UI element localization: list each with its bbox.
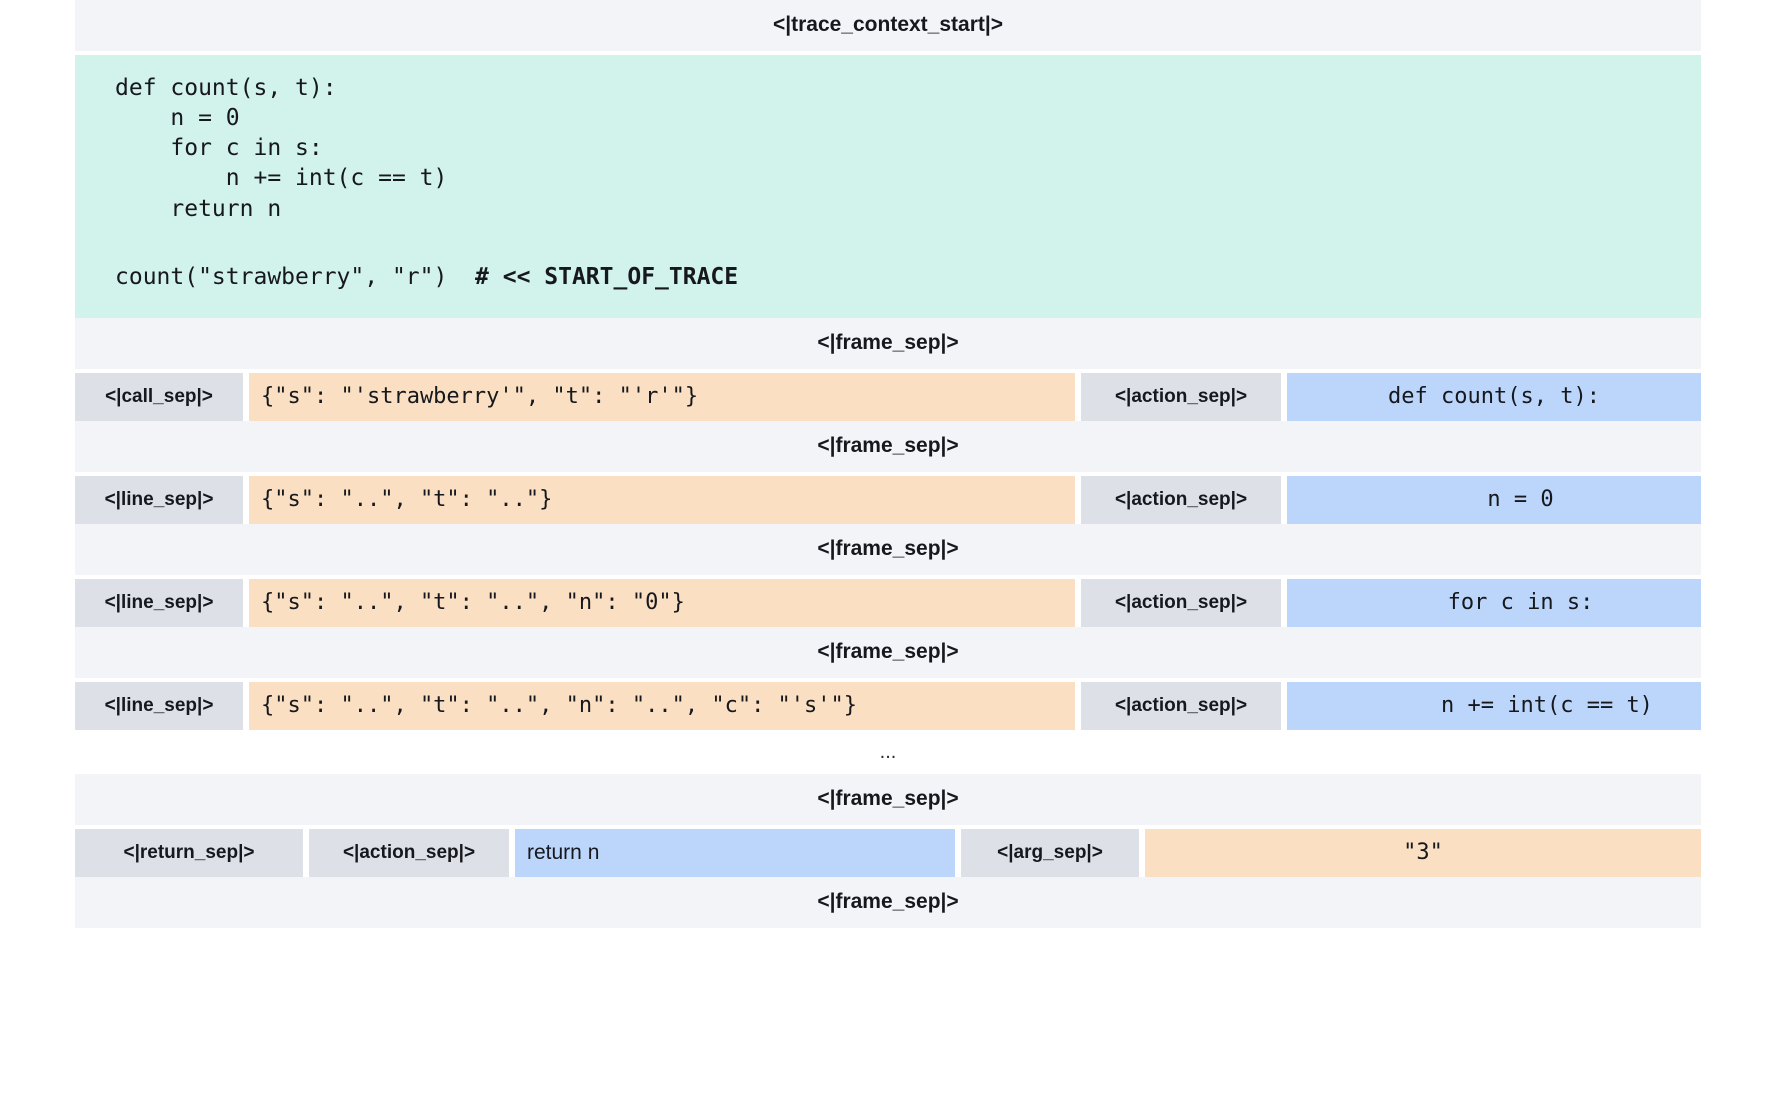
return-value-group: <|arg_sep|> "3" [961,828,1701,877]
action-sep-label: <|action_sep|> [1081,372,1281,421]
trace-step-row: <|line_sep|> {"s": "..", "t": "..", "n":… [75,578,1701,627]
call-sep-label: <|call_sep|> [75,372,243,421]
trace-call-expression: count("strawberry", "r") [115,263,476,290]
start-of-trace-comment: # << START_OF_TRACE [475,263,739,290]
return-value-cell: "3" [1145,828,1701,877]
frame-sep-banner: <|frame_sep|> [75,523,1701,575]
step-action-cell: n += int(c == t) [1287,681,1701,730]
line-sep-label: <|line_sep|> [75,475,243,524]
trace-step-row: <|line_sep|> {"s": "..", "t": "..", "n":… [75,681,1701,730]
step-action-group: <|action_sep|> for c in s: [1081,578,1701,627]
source-code: def count(s, t): n = 0 for c in s: n += … [115,75,448,222]
step-args-group: <|line_sep|> {"s": "..", "t": "..", "n":… [75,578,1075,627]
frame-sep-banner: <|frame_sep|> [75,773,1701,825]
action-sep-label: <|action_sep|> [1081,475,1281,524]
return-action-group: <|return_sep|> <|action_sep|> return n [75,828,955,877]
step-args-cell: {"s": "..", "t": ".."} [249,475,1075,524]
frame-sep-banner: <|frame_sep|> [75,876,1701,928]
step-args-cell: {"s": "..", "t": "..", "n": "..", "c": "… [249,681,1075,730]
frame-sep-banner: <|frame_sep|> [75,317,1701,369]
trace-context-start-banner: <|trace_context_start|> [75,0,1701,51]
truncation-ellipsis: ... [75,729,1701,774]
step-action-group: <|action_sep|> n = 0 [1081,475,1701,524]
step-action-cell: def count(s, t): [1287,372,1701,421]
action-sep-label: <|action_sep|> [1081,578,1281,627]
step-action-group: <|action_sep|> n += int(c == t) [1081,681,1701,730]
line-sep-label: <|line_sep|> [75,578,243,627]
action-sep-label: <|action_sep|> [309,828,509,877]
step-args-cell: {"s": "..", "t": "..", "n": "0"} [249,578,1075,627]
step-args-group: <|line_sep|> {"s": "..", "t": ".."} [75,475,1075,524]
line-sep-label: <|line_sep|> [75,681,243,730]
step-args-group: <|line_sep|> {"s": "..", "t": "..", "n":… [75,681,1075,730]
step-action-group: <|action_sep|> def count(s, t): [1081,372,1701,421]
action-sep-label: <|action_sep|> [1081,681,1281,730]
trace-call-line: count("strawberry", "r") # << START_OF_T… [75,224,1701,292]
code-context-block: def count(s, t): n = 0 for c in s: n += … [75,55,1701,318]
step-action-cell: n = 0 [1287,475,1701,524]
frame-sep-banner: <|frame_sep|> [75,626,1701,678]
frame-sep-banner: <|frame_sep|> [75,420,1701,472]
return-sep-label: <|return_sep|> [75,828,303,877]
arg-sep-label: <|arg_sep|> [961,828,1139,877]
step-args-cell: {"s": "'strawberry'", "t": "'r'"} [249,372,1075,421]
step-action-cell: for c in s: [1287,578,1701,627]
trace-return-row: <|return_sep|> <|action_sep|> return n <… [75,828,1701,877]
step-args-group: <|call_sep|> {"s": "'strawberry'", "t": … [75,372,1075,421]
trace-step-row: <|line_sep|> {"s": "..", "t": ".."} <|ac… [75,475,1701,524]
return-action-cell: return n [515,828,955,877]
trace-step-row: <|call_sep|> {"s": "'strawberry'", "t": … [75,372,1701,421]
